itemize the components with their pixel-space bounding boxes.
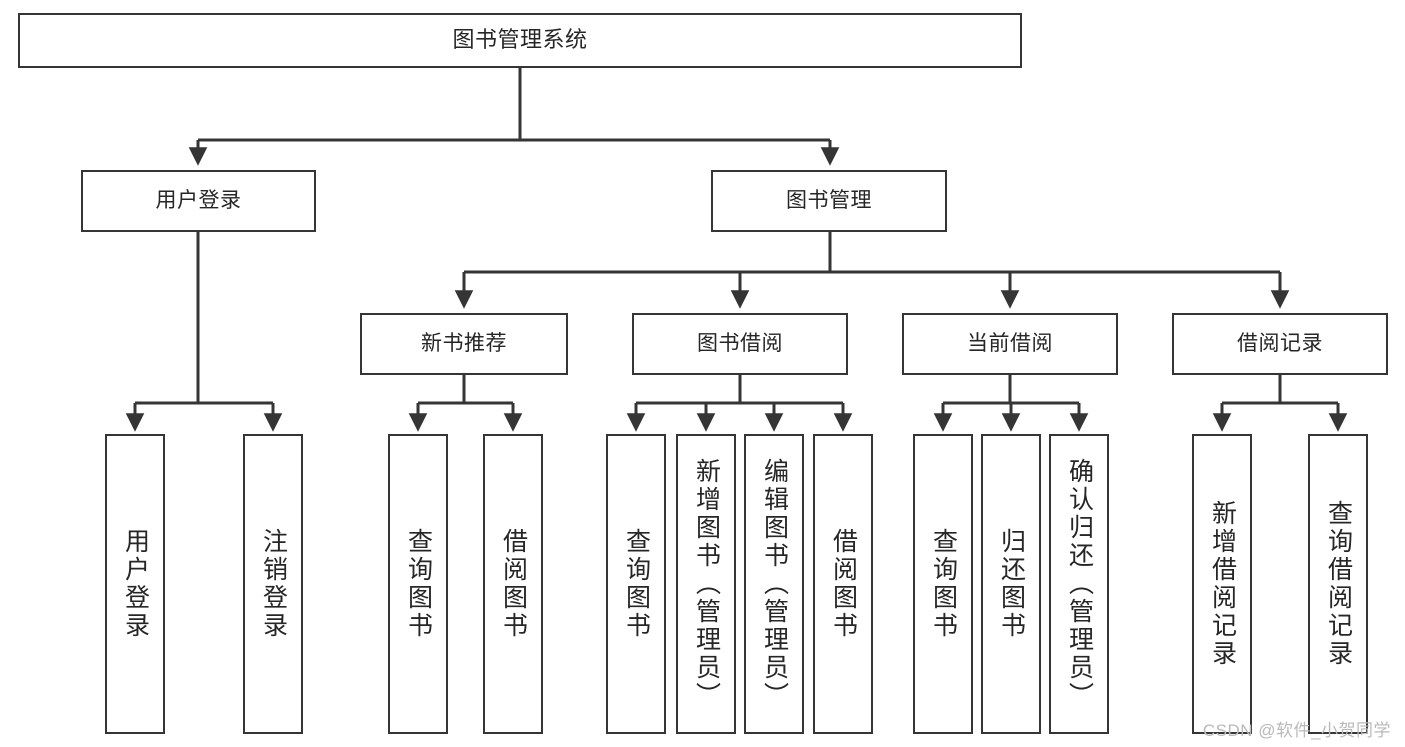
node-label: 查询图书 <box>404 528 433 640</box>
node-leaf-add-book[interactable]: 新增图书（管理员） <box>676 434 736 734</box>
node-leaf-borrow-book[interactable]: 借阅图书 <box>813 434 873 734</box>
node-label: 查询图书 <box>622 528 651 640</box>
node-label: 编辑图书（管理员） <box>760 458 789 710</box>
node-label: 归还图书 <box>997 528 1026 640</box>
node-label: 用户登录 <box>121 528 150 640</box>
node-leaf-query-book-borrow[interactable]: 查询图书 <box>606 434 666 734</box>
node-label: 新增图书（管理员） <box>692 458 721 710</box>
node-label: 注销登录 <box>259 528 288 640</box>
node-label: 借阅记录 <box>1237 332 1323 356</box>
node-leaf-logout[interactable]: 注销登录 <box>243 434 303 734</box>
node-label: 借阅图书 <box>829 528 858 640</box>
node-label: 查询借阅记录 <box>1324 500 1353 668</box>
node-label: 借阅图书 <box>499 528 528 640</box>
node-book-management[interactable]: 图书管理 <box>711 170 947 232</box>
node-leaf-confirm-return[interactable]: 确认归还（管理员） <box>1049 434 1109 734</box>
node-new-book-recommend[interactable]: 新书推荐 <box>360 313 568 375</box>
node-leaf-query-book-recommend[interactable]: 查询图书 <box>388 434 448 734</box>
node-label: 查询图书 <box>929 528 958 640</box>
watermark-text: CSDN @软件_小贺同学 <box>1202 721 1391 740</box>
node-label: 图书管理 <box>786 189 872 213</box>
node-borrow-record[interactable]: 借阅记录 <box>1172 313 1388 375</box>
node-label: 确认归还（管理员） <box>1065 458 1094 710</box>
node-label: 图书借阅 <box>697 332 783 356</box>
node-leaf-query-borrow-record[interactable]: 查询借阅记录 <box>1308 434 1368 734</box>
node-label: 图书管理系统 <box>452 27 588 53</box>
node-leaf-edit-book[interactable]: 编辑图书（管理员） <box>744 434 804 734</box>
node-user-login[interactable]: 用户登录 <box>81 170 316 232</box>
node-label: 新书推荐 <box>421 332 507 356</box>
node-leaf-return-book[interactable]: 归还图书 <box>981 434 1041 734</box>
node-root-system[interactable]: 图书管理系统 <box>18 13 1022 68</box>
node-current-borrow[interactable]: 当前借阅 <box>902 313 1118 375</box>
node-label: 用户登录 <box>155 189 242 213</box>
node-label: 新增借阅记录 <box>1208 500 1237 668</box>
node-leaf-borrow-book-recommend[interactable]: 借阅图书 <box>483 434 543 734</box>
node-leaf-add-borrow-record[interactable]: 新增借阅记录 <box>1192 434 1252 734</box>
node-leaf-query-book-current[interactable]: 查询图书 <box>913 434 973 734</box>
node-book-borrow[interactable]: 图书借阅 <box>632 313 848 375</box>
node-leaf-user-login[interactable]: 用户登录 <box>105 434 165 734</box>
node-label: 当前借阅 <box>967 332 1053 356</box>
